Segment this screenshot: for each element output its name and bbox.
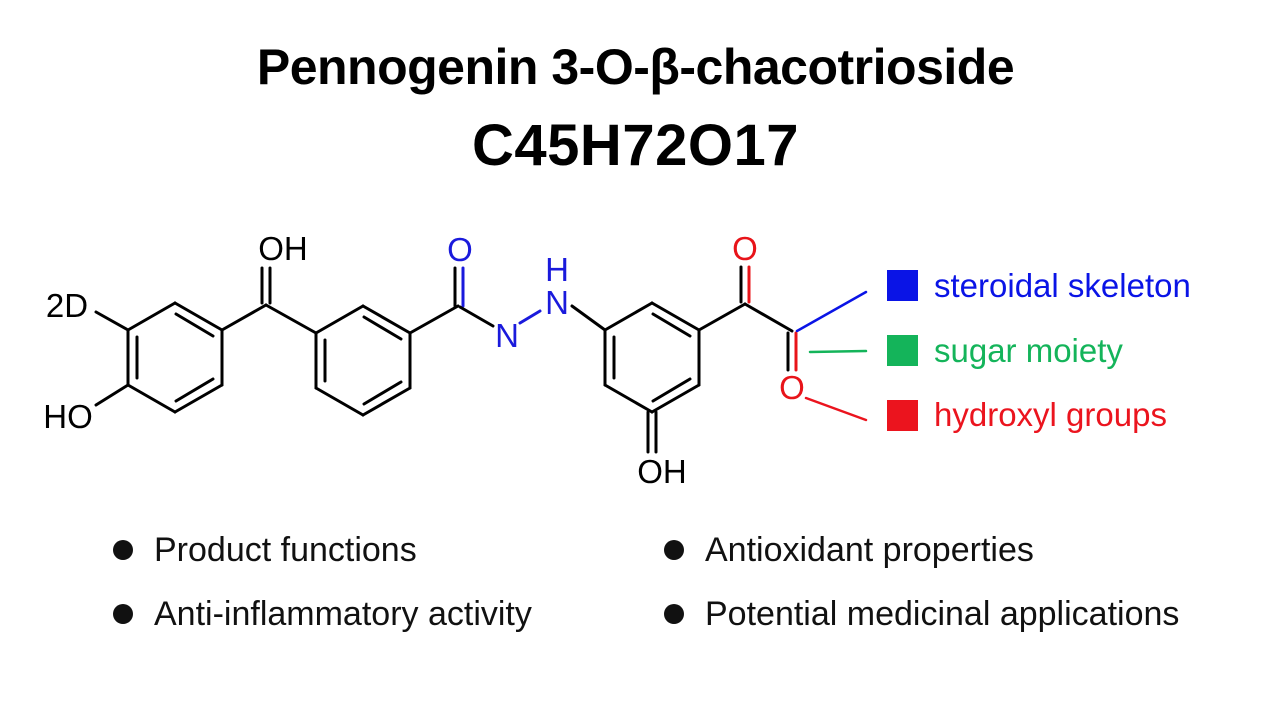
molecular-formula: C45H72O17 xyxy=(472,113,799,178)
bullet-text: Antioxidant properties xyxy=(705,530,1034,569)
legend-label-sugar: sugar moiety xyxy=(934,332,1123,369)
keto-oxygen-label: O xyxy=(732,230,758,267)
bullet-text: Anti-inflammatory activity xyxy=(154,594,532,633)
bullet-item: Antioxidant properties xyxy=(664,518,1179,582)
legend-swatch-steroidal xyxy=(887,270,918,301)
legend-swatch-hydroxyl xyxy=(887,400,918,431)
bullet-dot-icon xyxy=(664,540,684,560)
legend-leader-lines xyxy=(795,290,868,422)
legend-swatch-sugar xyxy=(887,335,918,366)
ring-c-bonds xyxy=(603,301,747,454)
bullet-list-right: Antioxidant properties Potential medicin… xyxy=(664,518,1179,646)
compound-name-title: Pennogenin 3-O-β-chacotrioside xyxy=(256,39,1015,95)
bullet-item: Anti-inflammatory activity xyxy=(113,582,532,646)
bullet-dot-icon xyxy=(113,604,133,624)
legend: steroidal skeleton sugar moiety hydroxyl… xyxy=(887,267,1191,433)
deuterium-label: 2D xyxy=(46,287,88,324)
legend-label-steroidal: steroidal skeleton xyxy=(934,267,1191,304)
nh-hydrogen-label: H xyxy=(545,251,569,288)
bullet-list-left: Product functions Anti-inflammatory acti… xyxy=(113,518,532,646)
bullet-item: Product functions xyxy=(113,518,532,582)
oh-bottom-label: OH xyxy=(637,453,687,490)
carbonyl-link-bonds xyxy=(260,266,318,335)
oh-top-label: OH xyxy=(258,230,308,267)
n-left-label: N xyxy=(495,317,519,354)
bullet-dot-icon xyxy=(113,540,133,560)
ring-a-bonds xyxy=(94,301,268,414)
ho-left-label: HO xyxy=(43,398,93,435)
chain-oxygen-label: O xyxy=(779,369,805,406)
amide-oxygen-label: O xyxy=(447,231,473,268)
ring-b-bonds xyxy=(314,304,460,417)
hydrazide-bonds xyxy=(453,266,607,332)
bullet-item: Potential medicinal applications xyxy=(664,582,1179,646)
bullet-dot-icon xyxy=(664,604,684,624)
keto-chain-bonds xyxy=(739,265,798,372)
bullet-text: Product functions xyxy=(154,530,417,569)
legend-label-hydroxyl: hydroxyl groups xyxy=(934,396,1167,433)
nh-nitrogen-label: N xyxy=(545,284,569,321)
bullet-text: Potential medicinal applications xyxy=(705,594,1180,633)
